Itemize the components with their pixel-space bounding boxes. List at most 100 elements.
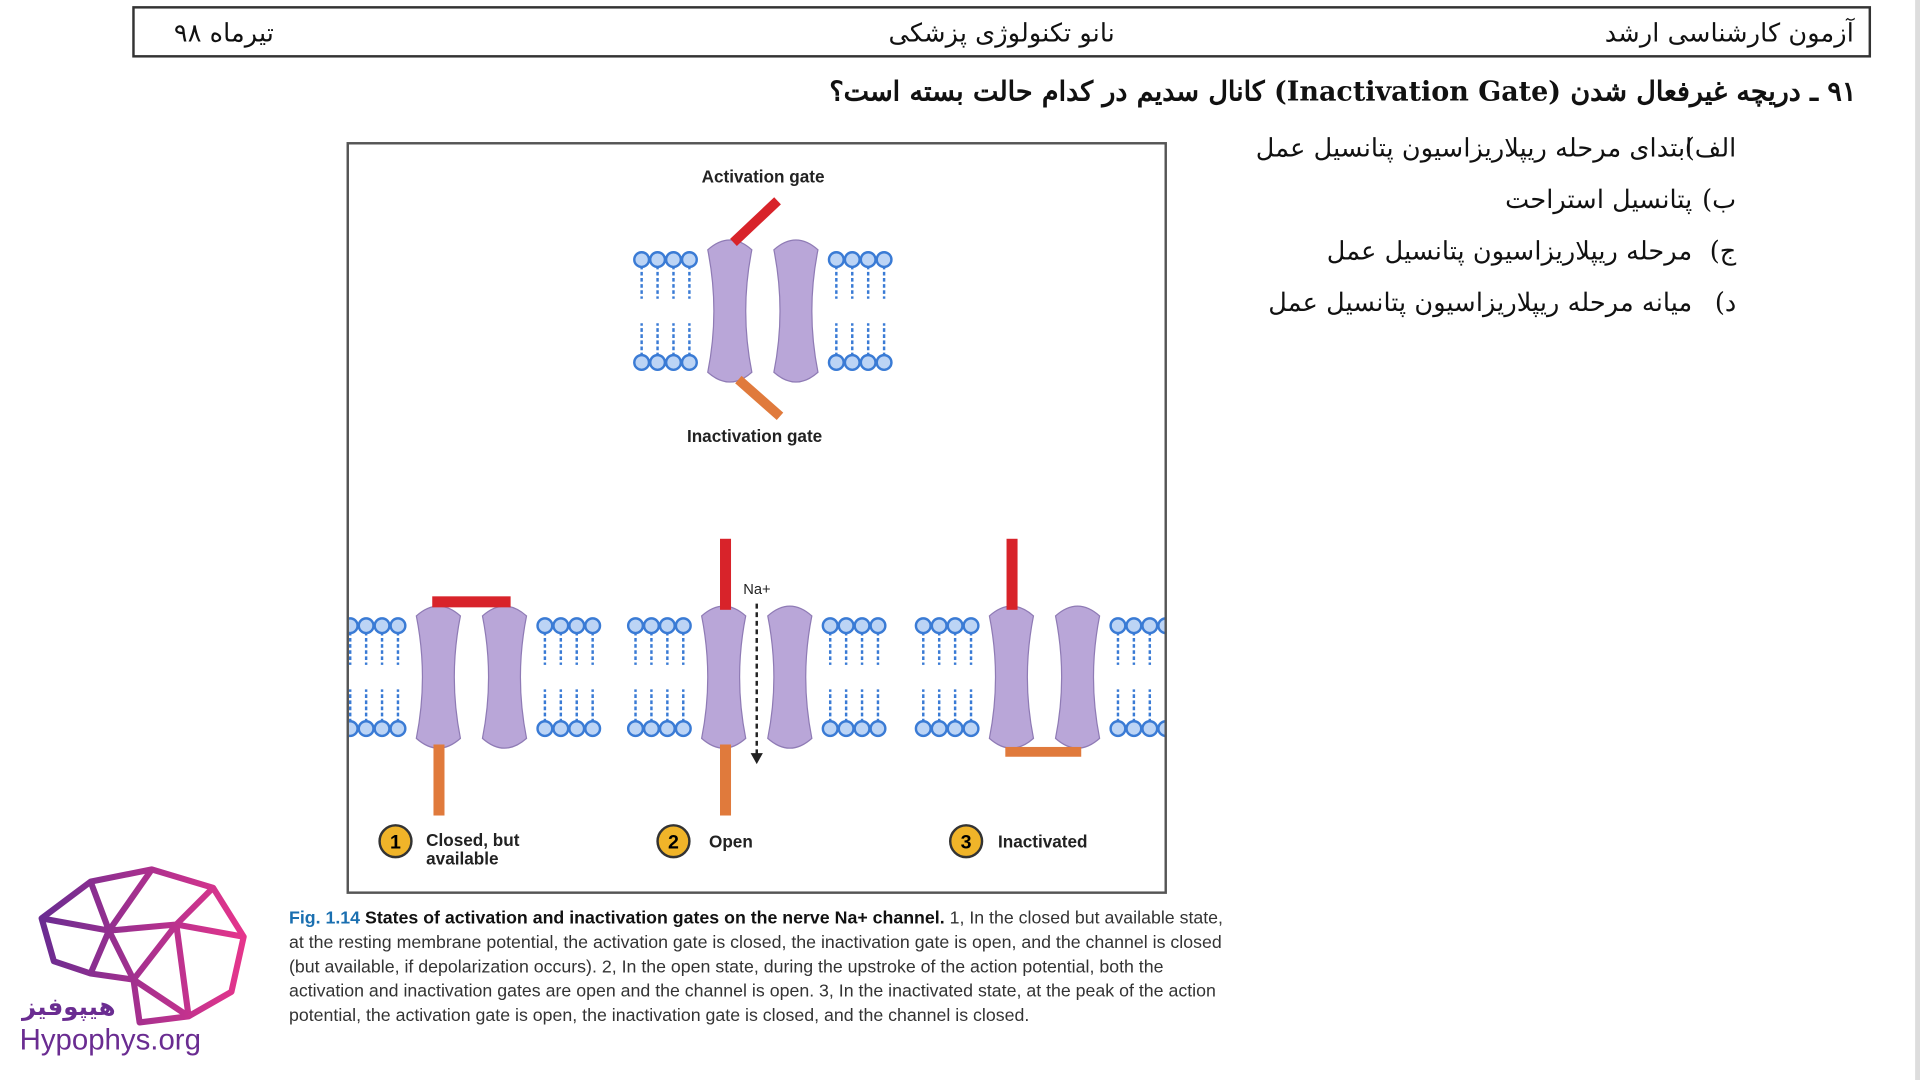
state-3-lipid-head (1157, 720, 1165, 738)
state-2-activation-gate (720, 538, 732, 610)
state-2-lipid-head (837, 617, 855, 635)
top-lipid-head (648, 251, 667, 269)
state-1-lipid-head (389, 720, 407, 738)
state-3-inactivation-gate (1005, 746, 1082, 757)
state-1-lipid-head (348, 720, 359, 738)
top-channel-protein (773, 239, 819, 383)
state-1-lipid-head (552, 617, 570, 635)
state-2-lipid-head (869, 617, 887, 635)
top-lipid-head (680, 353, 698, 372)
exam-date: تیرماه ۹۸ (173, 18, 274, 48)
caption-title: States of activation and inactivation ga… (364, 908, 945, 929)
top-lipid-head (633, 251, 651, 269)
answer-options: الف)ابتدای مرحله ریپلاریزاسیون پتانسیل ع… (1256, 130, 1737, 336)
scrollbar[interactable] (1915, 0, 1920, 1080)
state-3-lipid-head (1109, 617, 1127, 635)
logo-text-en: Hypophys.org (19, 1023, 201, 1057)
state-1-lipid-head (584, 617, 602, 635)
question-number: ۹۱ ـ (1810, 75, 1857, 108)
state-3-lipid-head (930, 617, 948, 635)
state-badge-icon (378, 824, 413, 859)
figure-caption: Fig. 1.14 States of activation and inact… (289, 906, 1232, 1028)
state-3-channel-protein (988, 605, 1035, 749)
sodium-channel-figure: 1 2 3 Activation gate Inactivation gate Na… (346, 142, 1167, 894)
state-1-activation-gate (432, 596, 511, 608)
state-1-lipid-head (568, 720, 586, 738)
state-2-lipid-head (821, 617, 839, 635)
state-badge-icon (656, 824, 691, 859)
top-lipid-head (843, 251, 861, 269)
exam-title: آزمون کارشناسی ارشد (1604, 18, 1854, 48)
state-1-lipid-head (348, 617, 359, 635)
top-lipid-head (827, 251, 845, 269)
option-key: ب) (1702, 184, 1737, 215)
state-2-lipid-head (837, 720, 855, 738)
state-number: 2 (668, 832, 679, 854)
inactivation-gate-label: Inactivation gate (686, 426, 823, 446)
top-lipid-head (875, 251, 893, 269)
top-lipid-head (664, 353, 683, 372)
inactivation-gate (735, 375, 784, 421)
option-a: الف)ابتدای مرحله ریپلاریزاسیون پتانسیل ع… (1256, 130, 1737, 181)
state-1-lipid-head (389, 617, 407, 635)
state-3-channel-protein (1054, 605, 1101, 749)
option-c: ج) مرحله ریپلاریزاسیون پتانسیل عمل (1256, 233, 1737, 284)
state-3-lipid-head (1141, 720, 1159, 738)
state-3-lipid-head (1157, 617, 1165, 635)
state-3-lipid-head (962, 720, 980, 738)
subject-title: نانو تکنولوژی پزشکی (888, 18, 1115, 48)
top-lipid-head (859, 353, 877, 372)
state-3-lipid-head (962, 617, 980, 635)
option-key: د) (1714, 287, 1737, 318)
top-lipid-head (664, 251, 683, 269)
arrow-head-icon (750, 753, 763, 765)
state-1-channel-protein (481, 605, 528, 749)
state-2-lipid-head (658, 720, 676, 738)
state-2-lipid-head (626, 617, 645, 635)
top-lipid-head (859, 251, 877, 269)
logo-text-fa: هیپوفیز (22, 991, 116, 1022)
state-1-lipid-head (373, 617, 391, 635)
option-text: ابتدای مرحله ریپلاریزاسیون پتانسیل عمل (1255, 133, 1693, 163)
top-lipid-head (827, 353, 845, 372)
state-1-lipid-head (552, 720, 570, 738)
state-2-channel-protein (767, 605, 813, 749)
state-1-lipid-head (357, 617, 375, 635)
sodium-label: Na+ (743, 580, 771, 598)
top-lipid-head (680, 251, 698, 269)
hypophys-logo-icon (38, 866, 247, 1026)
top-lipid-head (648, 353, 667, 372)
state-2-lipid-head (642, 720, 661, 738)
state-1-inactivation-gate (433, 744, 445, 816)
question: ۹۱ ـ دریچه غیرفعال شدن (Inactivation Gat… (829, 76, 1856, 108)
state-2-lipid-head (853, 720, 871, 738)
activation-gate-label: Activation gate (701, 166, 825, 187)
option-key: ج) (1709, 236, 1737, 266)
option-b: ب)پتانسیل استراحت (1256, 181, 1737, 232)
option-d: د)میانه مرحله ریپلاریزاسیون پتانسیل عمل (1256, 284, 1737, 335)
state-1-lipid-head (584, 720, 602, 738)
state-number: 1 (390, 832, 401, 854)
state-1-lipid-head (357, 720, 375, 738)
caption-body: 1, In the closed but available state, at… (288, 908, 1224, 1027)
top-lipid-head (875, 353, 893, 372)
state-2-inactivation-gate (720, 744, 732, 816)
state-3-lipid-head (930, 720, 948, 738)
state-2-lipid-head (821, 720, 839, 738)
top-lipid-head (843, 353, 861, 372)
state-1-lipid-head (536, 720, 554, 738)
state-2-lipid-head (658, 617, 676, 635)
state-badge-icon (948, 824, 984, 859)
channel-diagram: 1 2 3 (348, 197, 1165, 859)
option-text: مرحله ریپلاریزاسیون پتانسیل عمل (1326, 236, 1693, 266)
state-2-lipid-head (869, 720, 887, 738)
top-channel-protein (707, 239, 753, 383)
state-2-lipid-head (642, 617, 661, 635)
question-text: دریچه غیرفعال شدن (Inactivation Gate) کا… (829, 75, 1801, 108)
state-3-lipid-head (1141, 617, 1159, 635)
state-3-activation-gate (1006, 538, 1018, 610)
top-lipid-head (633, 353, 651, 372)
state-number: 3 (961, 832, 972, 854)
state-1-lipid-head (568, 617, 586, 635)
state-1-label: Closed, but available (426, 830, 520, 869)
